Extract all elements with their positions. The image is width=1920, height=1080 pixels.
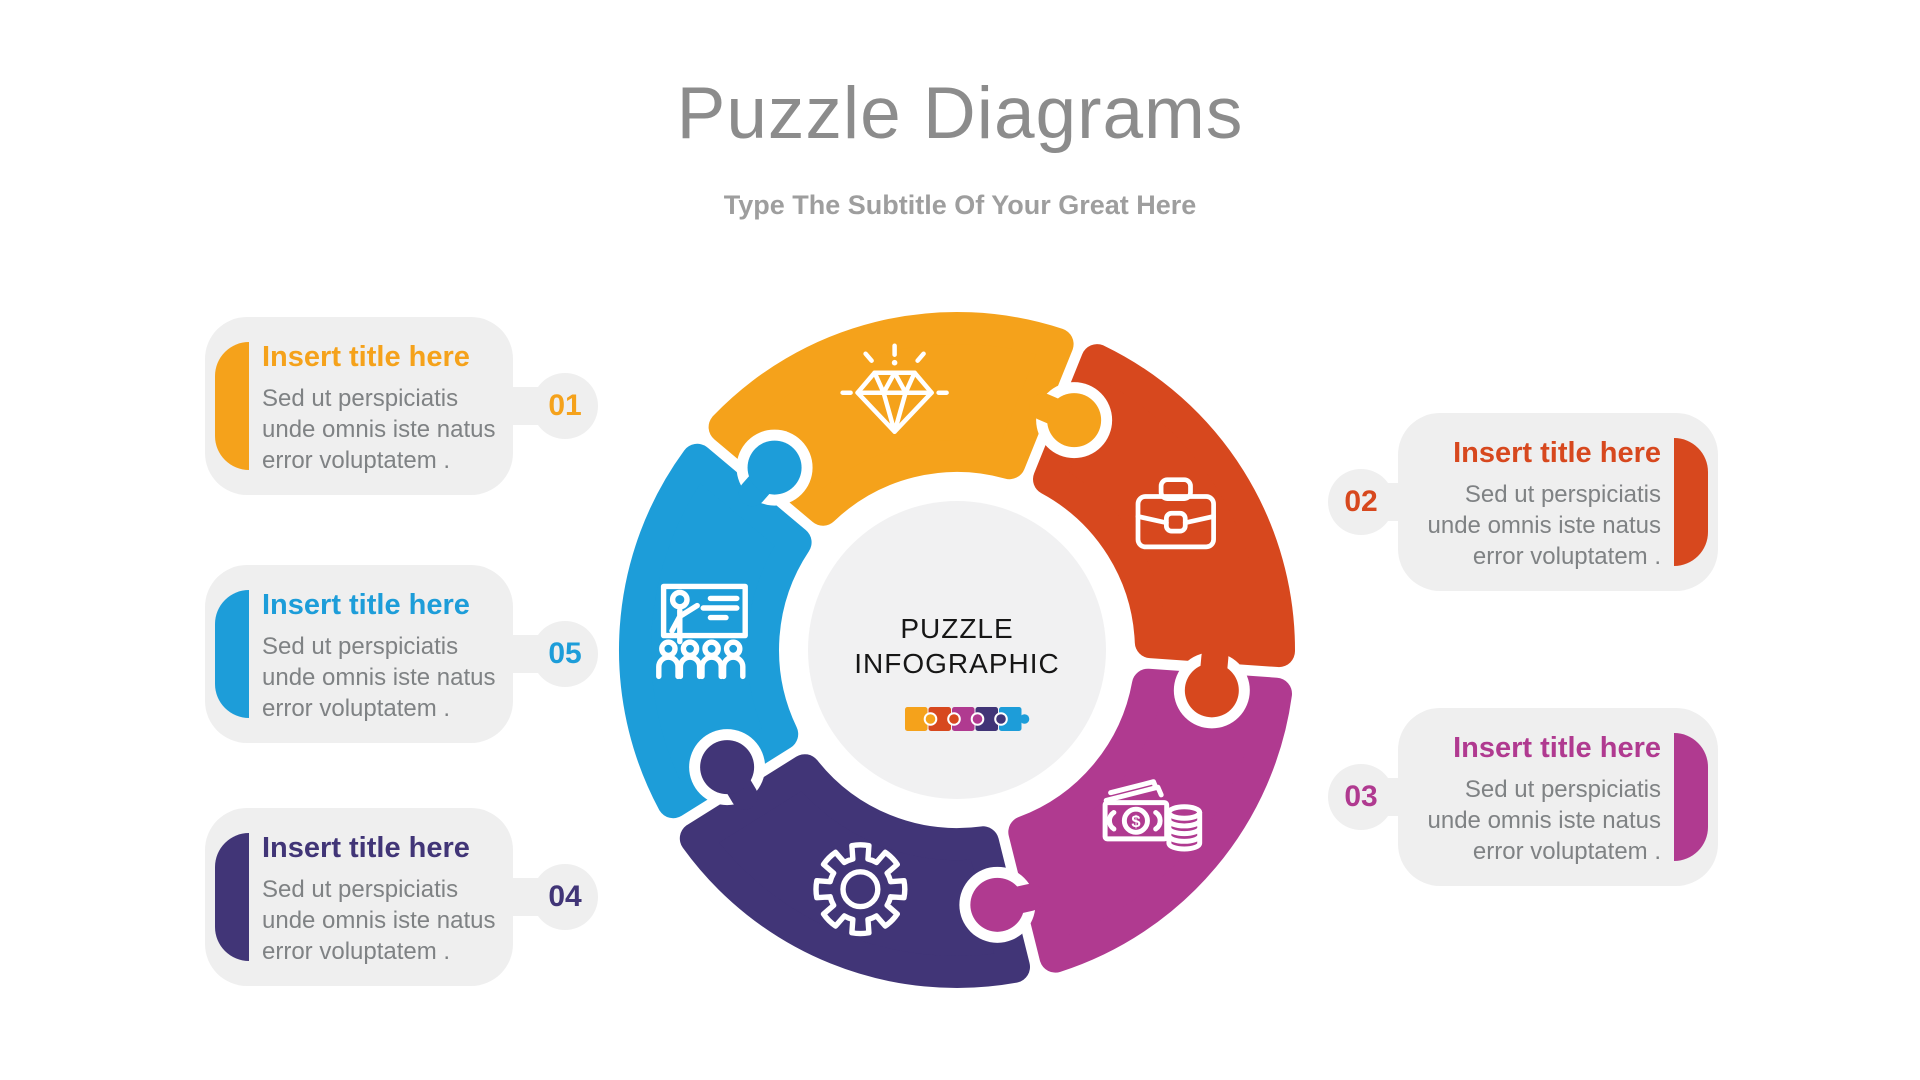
card-text: Insert title here Sed ut perspiciatis un…	[262, 589, 497, 724]
callout-card-04: Insert title here Sed ut perspiciatis un…	[205, 808, 598, 986]
mini-puzzle-piece	[905, 707, 928, 731]
accent-pill	[215, 590, 249, 718]
card-title: Insert title here	[1453, 437, 1661, 469]
presentation-icon	[656, 583, 748, 680]
puzzle-knob	[970, 877, 1025, 932]
center-label-line1: PUZZLE	[900, 613, 1013, 644]
card-text: Insert title here Sed ut perspiciatis un…	[262, 341, 497, 476]
card-body: Sed ut perspiciatis unde omnis iste natu…	[262, 876, 496, 965]
mini-puzzle-piece	[975, 707, 998, 731]
callout-card-03: Insert title here Sed ut perspiciatis un…	[1328, 708, 1718, 886]
mini-knob	[949, 714, 959, 724]
card-number: 04	[548, 880, 582, 913]
number-knob: 04	[532, 864, 598, 930]
puzzle-knob	[747, 440, 802, 495]
callout-card-02: Insert title here Sed ut perspiciatis un…	[1328, 413, 1718, 591]
mini-puzzle-piece	[952, 707, 975, 731]
card-title: Insert title here	[262, 341, 470, 373]
mini-knob	[925, 714, 936, 724]
card-number: 05	[548, 637, 582, 670]
mini-puzzle-piece	[999, 707, 1022, 731]
puzzle-knob	[1184, 663, 1239, 718]
card-text: Insert title here Sed ut perspiciatis un…	[262, 832, 497, 967]
card-text: Insert title here Sed ut perspiciatis un…	[1414, 732, 1661, 867]
money-icon: $	[1102, 779, 1203, 852]
page-subtitle: Type The Subtitle Of Your Great Here	[723, 190, 1197, 220]
briefcase-icon	[1135, 477, 1216, 550]
accent-pill	[1674, 733, 1708, 861]
card-body: Sed ut perspiciatis unde omnis iste natu…	[1427, 776, 1661, 865]
accent-pill	[215, 833, 249, 961]
number-knob: 02	[1328, 469, 1394, 535]
accent-pill	[1674, 438, 1708, 566]
card-title: Insert title here	[262, 589, 470, 621]
callout-card-05: Insert title here Sed ut perspiciatis un…	[205, 565, 598, 743]
number-knob: 03	[1328, 764, 1394, 830]
card-body: Sed ut perspiciatis unde omnis iste natu…	[1427, 481, 1661, 570]
puzzle-ring: $	[618, 311, 1296, 988]
card-body: Sed ut perspiciatis unde omnis iste natu…	[262, 385, 496, 474]
card-text: Insert title here Sed ut perspiciatis un…	[1414, 437, 1661, 572]
gear-icon	[813, 842, 908, 937]
number-knob: 05	[532, 621, 598, 687]
puzzle-knob	[1047, 393, 1102, 448]
card-number: 01	[548, 389, 582, 422]
center-hub	[808, 501, 1106, 799]
card-title: Insert title here	[1453, 732, 1661, 764]
card-number: 03	[1344, 780, 1378, 813]
callout-card-01: Insert title here Sed ut perspiciatis un…	[205, 317, 598, 495]
center-label-line2: INFOGRAPHIC	[854, 648, 1059, 679]
card-title: Insert title here	[262, 832, 470, 864]
svg-text:$: $	[1131, 813, 1140, 831]
mini-knob	[972, 714, 983, 724]
mini-puzzle-strip	[905, 707, 1030, 731]
accent-pill	[215, 342, 249, 470]
page-title: Puzzle Diagrams	[676, 73, 1244, 154]
mini-knob	[996, 714, 1006, 724]
puzzle-knob	[700, 740, 755, 795]
diamond-icon	[840, 343, 949, 434]
ring-segment-05	[618, 443, 812, 819]
ring-segment-03	[1008, 668, 1292, 973]
card-body: Sed ut perspiciatis unde omnis iste natu…	[262, 633, 496, 722]
mini-knob	[1019, 714, 1030, 724]
card-number: 02	[1344, 485, 1378, 518]
mini-puzzle-piece	[928, 707, 951, 731]
number-knob: 01	[532, 373, 598, 439]
